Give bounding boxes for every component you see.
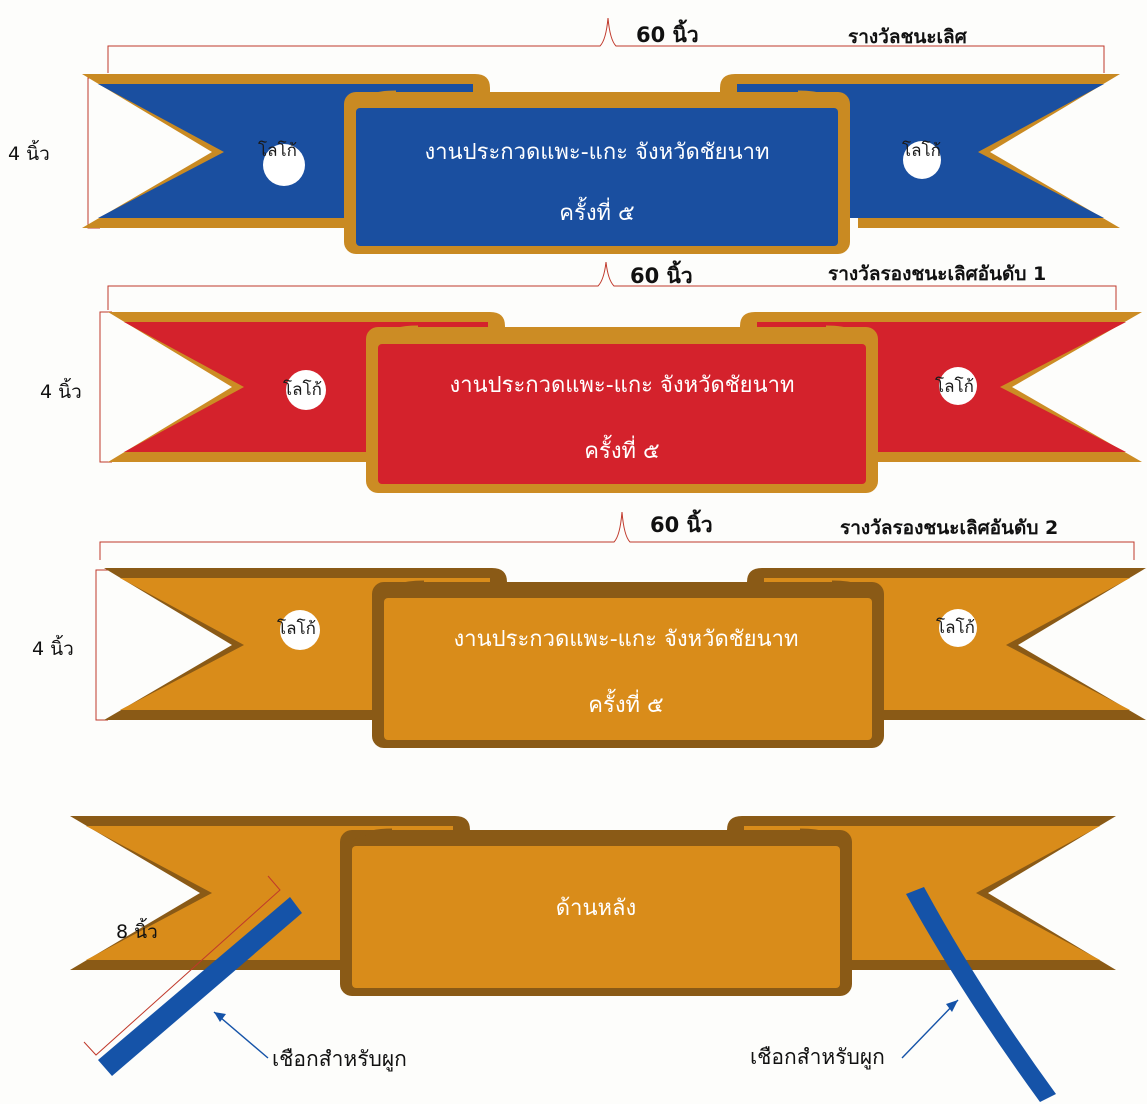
tie-right-arrow [901,999,959,1059]
back-label: ด้านหลัง [556,896,636,921]
logo-left-label: โลโก้ [283,379,322,400]
tie-length-label: 8 นิ้ว [116,918,158,943]
ribbon-back: ด้านหลัง 8 นิ้ว เชือกสำหรับผูก เชือกสำหร… [70,816,1116,1102]
logo-left-label: โลโก้ [258,140,297,161]
height-indicator [99,311,112,463]
width-bracket [99,511,1135,560]
logo-left-circle [263,144,305,186]
width-bracket [107,17,1105,73]
ribbon-line2: ครั้งที่ ๕ [588,689,663,718]
width-label: 60 นิ้ว [650,509,713,537]
tie-right [906,887,1056,1102]
ribbon-runner-up-1: 60 นิ้ว รางวัลรองชนะเลิศอันดับ 1 4 นิ้ว … [40,260,1142,493]
tie-left-arrow [213,1011,269,1059]
logo-right-label: โลโก้ [936,617,975,638]
height-label: 4 นิ้ว [32,635,74,660]
tie-left [98,897,302,1076]
width-label: 60 นิ้ว [636,19,699,47]
logo-right-circle [939,367,977,405]
height-label: 4 นิ้ว [40,378,82,403]
height-indicator [95,569,108,721]
award-title: รางวัลรองชนะเลิศอันดับ 2 [840,517,1058,539]
height-label: 4 นิ้ว [8,140,50,165]
logo-right-label: โลโก้ [935,376,974,397]
ribbon-runner-up-2: 60 นิ้ว รางวัลรองชนะเลิศอันดับ 2 4 นิ้ว … [32,509,1146,748]
award-title: รางวัลรองชนะเลิศอันดับ 1 [828,263,1046,285]
logo-left-circle [280,610,320,650]
ribbon-line2: ครั้งที่ ๕ [584,435,659,464]
logo-right-label: โลโก้ [902,140,941,161]
tie-length-indicator [83,875,281,1056]
ribbon-winner: 60 นิ้ว รางวัลชนะเลิศ 4 นิ้ว โลโก้ โลโก้… [8,17,1120,254]
award-title: รางวัลชนะเลิศ [848,26,968,48]
height-indicator [87,77,100,229]
logo-left-label: โลโก้ [277,618,316,639]
logo-right-circle [903,141,941,179]
ribbon-line1: งานประกวดแพะ-แกะ จังหวัดชัยนาท [454,627,799,652]
tie-right-label: เชือกสำหรับผูก [750,1045,885,1070]
width-label: 60 นิ้ว [630,260,693,288]
logo-right-circle [939,609,977,647]
ribbon-line2: ครั้งที่ ๕ [559,197,634,226]
width-bracket [107,261,1117,310]
tie-left-label: เชือกสำหรับผูก [272,1047,407,1072]
ribbon-line1: งานประกวดแพะ-แกะ จังหวัดชัยนาท [450,373,795,398]
logo-left-circle [286,370,326,410]
ribbon-line1: งานประกวดแพะ-แกะ จังหวัดชัยนาท [425,140,770,165]
